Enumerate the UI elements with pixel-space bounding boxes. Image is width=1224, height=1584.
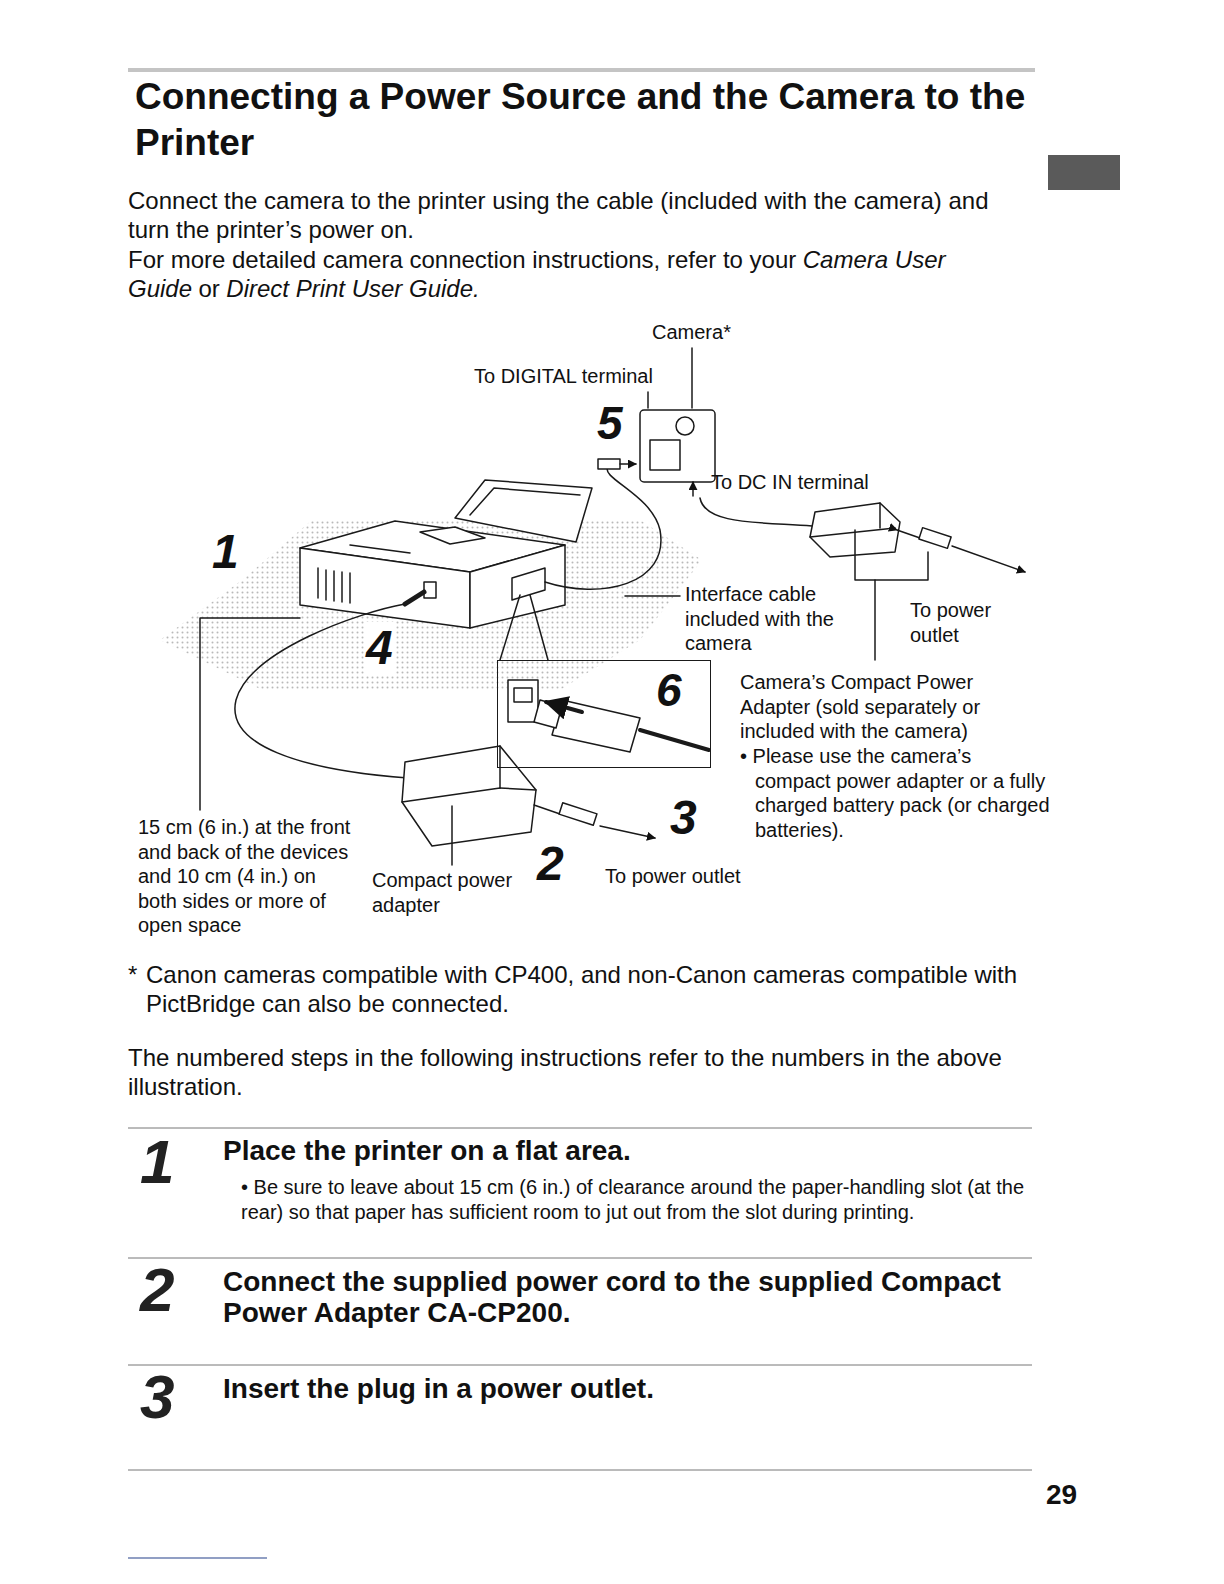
body-paragraph: For more detailed camera connection inst… xyxy=(128,245,1028,303)
step-rule xyxy=(128,1365,1032,1366)
body-text: Connect the camera to the printer using … xyxy=(128,186,1028,244)
page-title: Connecting a Power Source and the Camera… xyxy=(135,74,1035,166)
leader-line xyxy=(874,580,876,660)
section-tab xyxy=(1048,155,1120,190)
body-text: The numbered steps in the following inst… xyxy=(128,1043,1028,1101)
usb-port-detail xyxy=(508,680,538,722)
camera xyxy=(640,410,715,482)
callout-number: 6 xyxy=(656,665,682,716)
bracket xyxy=(855,530,928,580)
step-number: 3 xyxy=(140,1363,174,1431)
step-note: • Be sure to leave about 15 cm (6 in.) o… xyxy=(241,1175,1031,1225)
callout-number: 1 xyxy=(212,526,242,579)
callout-number: 2 xyxy=(537,838,564,891)
leader-line xyxy=(625,595,680,597)
step-rule xyxy=(128,1128,1032,1129)
callout-number: 4 xyxy=(366,622,396,675)
leader-line xyxy=(691,348,693,408)
step-heading: Place the printer on a flat area. xyxy=(223,1135,1033,1166)
top-rule xyxy=(128,68,1035,72)
dimension-note: 15 cm (6 in.) at the front and back of t… xyxy=(138,815,356,938)
callout-number: 5 xyxy=(597,398,623,449)
step-rule xyxy=(128,1470,1032,1471)
leader-line xyxy=(647,392,649,408)
leader-line xyxy=(200,618,300,810)
note-text: • Please use the camera’s compact power … xyxy=(740,744,1050,842)
leader-line xyxy=(451,806,453,865)
part-label: Camera* xyxy=(652,321,731,343)
body-text: or xyxy=(199,275,220,302)
callout-number: 3 xyxy=(670,792,697,845)
footer-rule xyxy=(128,1557,267,1559)
compact-power-adapter xyxy=(402,746,536,846)
printer-side xyxy=(470,545,565,628)
part-label: To power outlet xyxy=(910,598,1010,647)
printer-front xyxy=(300,548,470,628)
step-rule xyxy=(128,1258,1032,1259)
camera-dc-cable xyxy=(700,498,812,526)
document-name: Direct Print User Guide. xyxy=(226,275,479,302)
part-label: Camera’s Compact Power Adapter (sold sep… xyxy=(740,670,1035,744)
part-label: Interface cable included with the camera xyxy=(685,582,845,656)
step-heading: Connect the supplied power cord to the s… xyxy=(223,1266,1033,1328)
footnote-text: Canon cameras compatible with CP400, and… xyxy=(146,960,1041,1018)
part-label: Compact power adapter xyxy=(372,868,537,917)
footnote-mark: * xyxy=(128,960,137,989)
part-label: To DIGITAL terminal xyxy=(474,365,653,387)
body-text: For more detailed camera connection inst… xyxy=(128,246,796,273)
interface-cable xyxy=(545,467,661,589)
step-number: 1 xyxy=(140,1128,174,1196)
page-number: 29 xyxy=(1046,1480,1077,1511)
inset-box: 6 xyxy=(497,660,711,768)
floor-area xyxy=(160,520,702,690)
step-number: 2 xyxy=(140,1256,174,1324)
step-heading: Insert the plug in a power outlet. xyxy=(223,1373,1033,1404)
part-label: To DC IN terminal xyxy=(711,471,869,493)
usb-port xyxy=(512,568,545,600)
part-label: To power outlet xyxy=(605,865,741,887)
dc-cable xyxy=(235,604,408,778)
